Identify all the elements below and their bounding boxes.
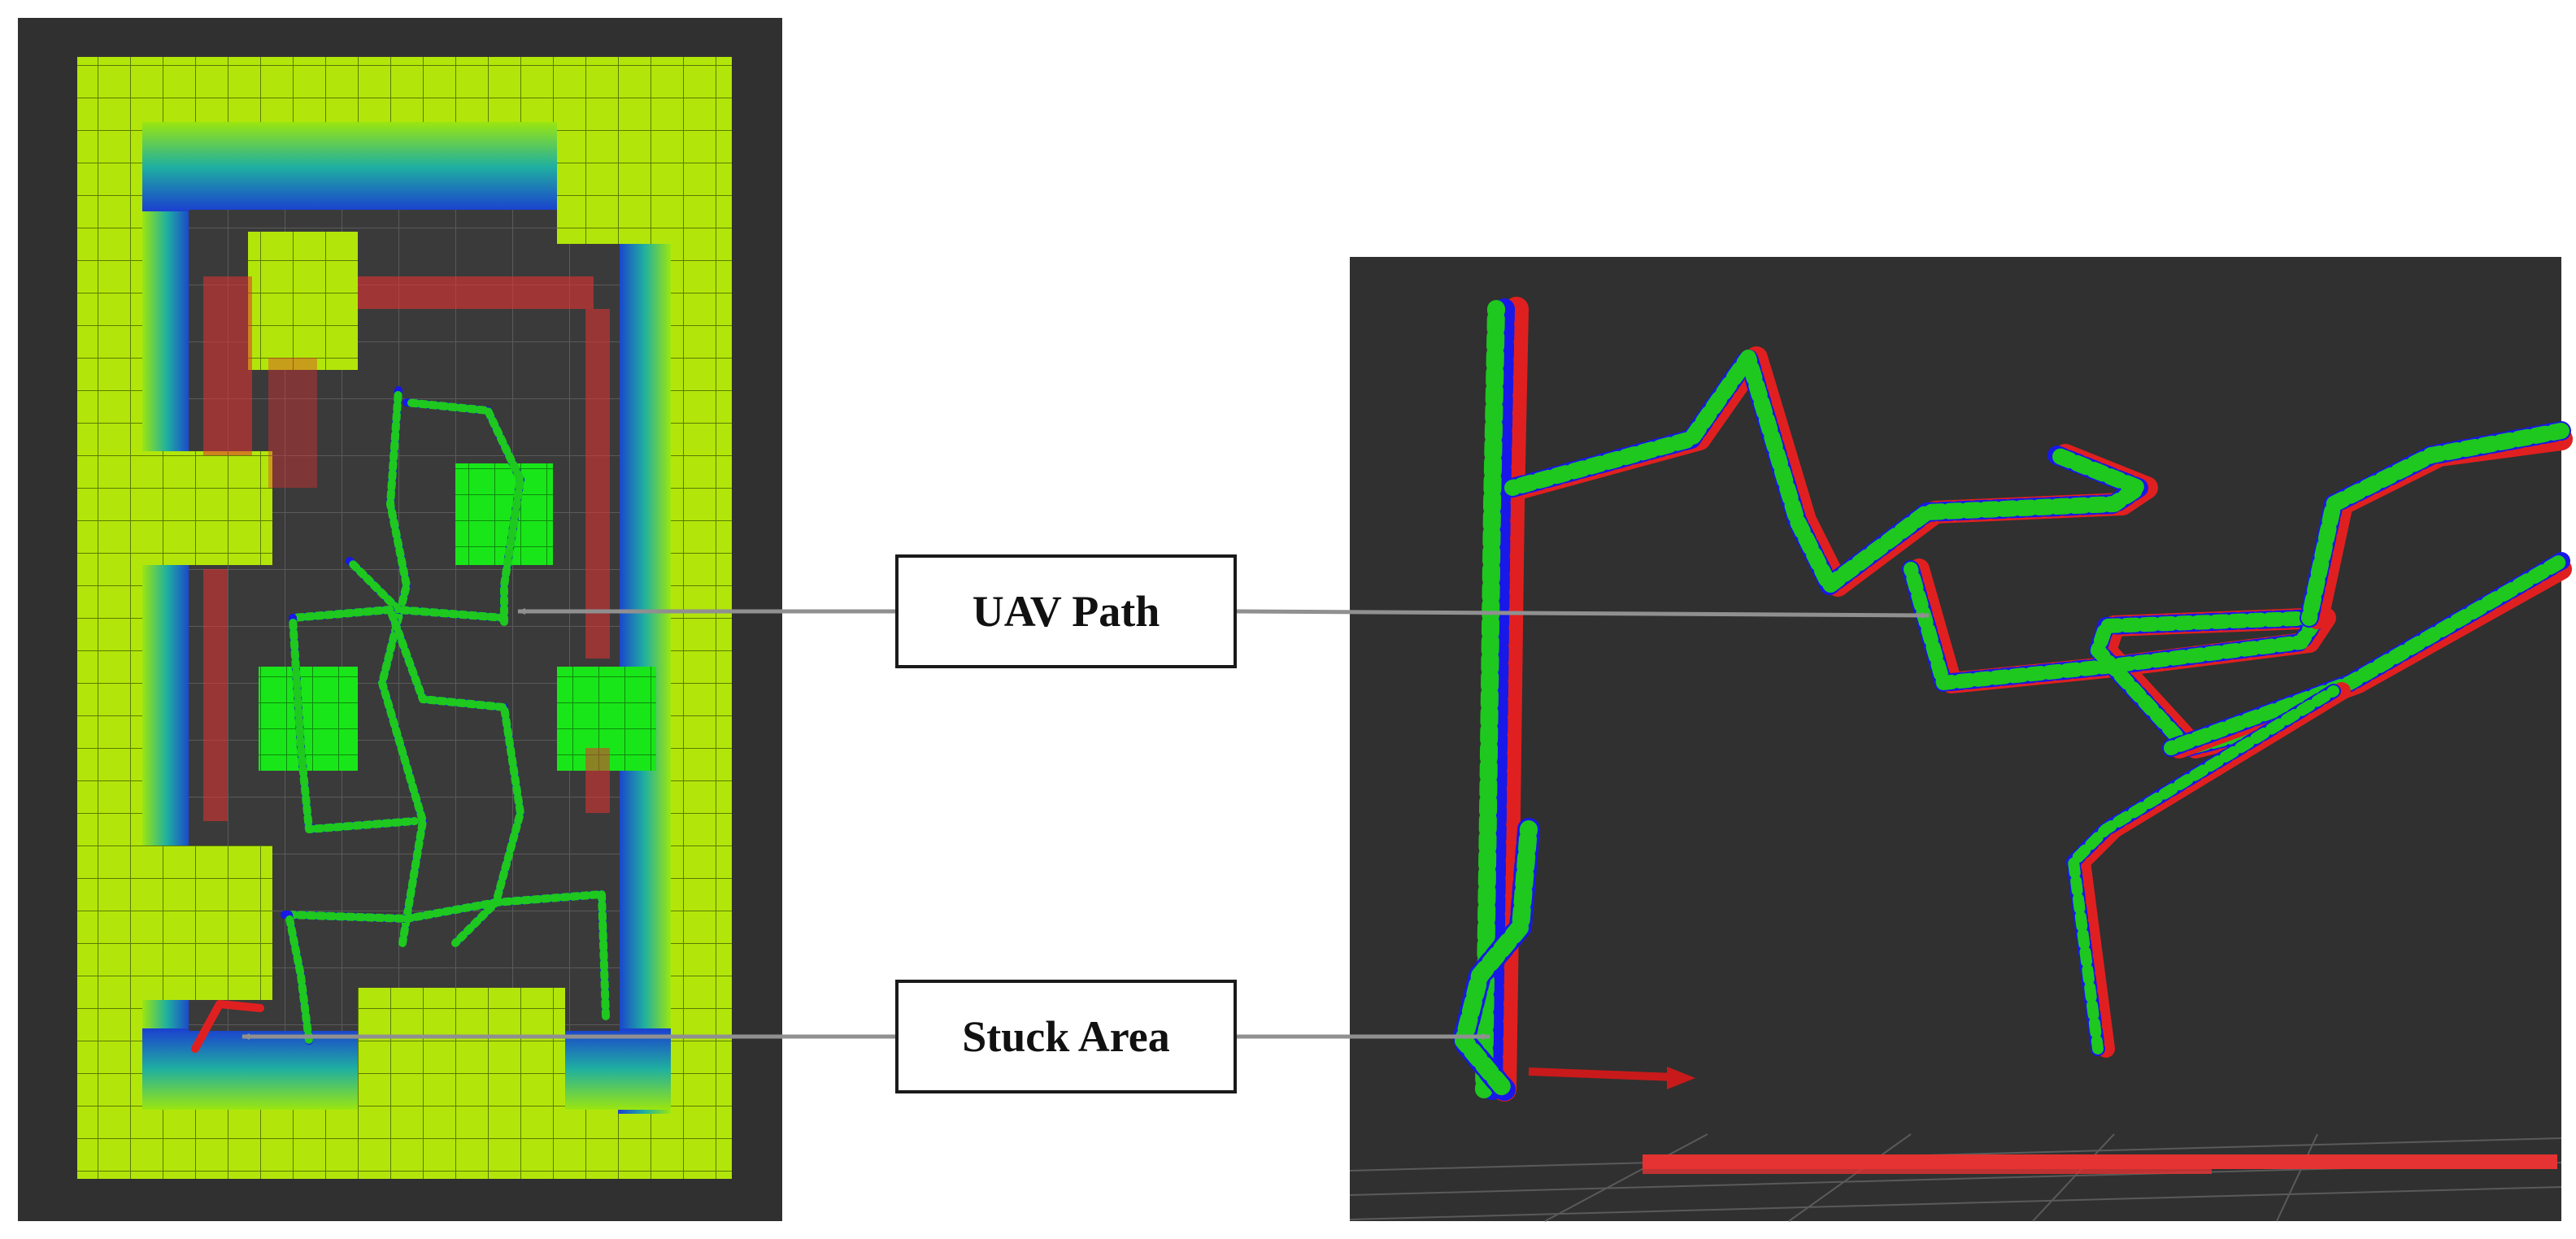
occupancy-map-panel — [18, 18, 782, 1221]
wall-block-top-right — [557, 57, 732, 244]
uav-path-topdown — [191, 386, 610, 1053]
wall-shade-right — [618, 211, 671, 1114]
uav-path-3d — [1452, 297, 2573, 1102]
obstacle-cube-2 — [259, 667, 358, 771]
trajectory-3d-panel — [1349, 257, 2573, 1222]
stuck-area-label: Stuck Area — [895, 980, 1237, 1093]
obstacle-cube-1 — [455, 463, 553, 565]
uav-path-arrow-right — [1236, 609, 1930, 619]
callout-arrows — [242, 608, 1930, 1040]
wall-block-top-left — [248, 232, 358, 370]
wall-block-left-lower — [142, 846, 272, 1000]
uav-path-label: UAV Path — [895, 554, 1237, 668]
wall-block-bottom — [358, 988, 565, 1179]
wall-block-left-upper — [142, 451, 272, 565]
axis-arrow-icon — [1528, 1067, 1695, 1089]
wall-shade-top — [142, 122, 557, 211]
point-cloud — [203, 276, 610, 821]
